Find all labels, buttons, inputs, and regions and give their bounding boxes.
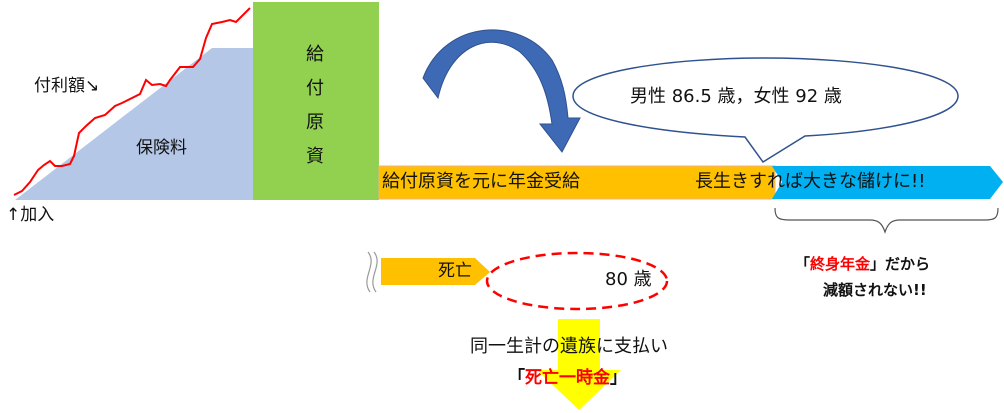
death-age-ellipse xyxy=(485,251,669,311)
death-label: 死亡 xyxy=(438,261,472,281)
longevity-arrow xyxy=(772,166,1003,199)
lifetime-note-line1: 「終身年金」だから xyxy=(795,257,930,272)
bracket-open: 「 xyxy=(508,368,525,388)
longevity-label-b: れば大きな儲けに!! xyxy=(767,171,926,192)
down-arrow xyxy=(537,319,621,410)
payout-line: 同一生計の遺族に支払い xyxy=(470,336,668,357)
break-mark xyxy=(366,251,378,293)
fund-char: 給 xyxy=(306,44,324,65)
callout-text: 男性 86.5 歳，女性 92 歳 xyxy=(630,86,842,107)
enroll-label: ↑加入 xyxy=(6,205,55,225)
death-lump-sum-highlight: 死亡一時金 xyxy=(525,368,610,388)
premium-label: 保険料 xyxy=(136,138,187,158)
bracket-close: 」だから xyxy=(870,255,931,273)
fund-char: 付 xyxy=(306,78,324,99)
fund-label: 給 付 原 資 xyxy=(300,38,330,174)
longevity-label-a: 長生きす xyxy=(695,171,767,192)
fund-char: 原 xyxy=(306,112,324,133)
lifetime-note-line2: 減額されない!! xyxy=(823,281,927,299)
bracket-open: 「 xyxy=(795,255,811,273)
curved-arrow xyxy=(422,29,581,153)
lifetime-annuity-highlight: 終身年金 xyxy=(810,255,871,273)
interest-curve xyxy=(13,7,251,196)
lump-sum-line: 「死亡一時金」 xyxy=(508,370,627,387)
fund-box xyxy=(253,2,379,200)
fund-char: 資 xyxy=(306,146,324,167)
bracket-close: 」 xyxy=(610,368,627,388)
interest-label: 付利額↘ xyxy=(34,76,100,96)
premium-area xyxy=(15,48,253,200)
pension-bar-label: 給付原資を元に年金受給 xyxy=(382,171,580,192)
death-arrow xyxy=(381,258,490,285)
brace xyxy=(774,207,999,234)
longevity-label: 長生きすれば大きな儲けに!! xyxy=(695,173,925,191)
death-age-label: 80 歳 xyxy=(605,269,652,290)
pension-bar xyxy=(378,165,776,200)
callout-bubble xyxy=(572,57,959,164)
